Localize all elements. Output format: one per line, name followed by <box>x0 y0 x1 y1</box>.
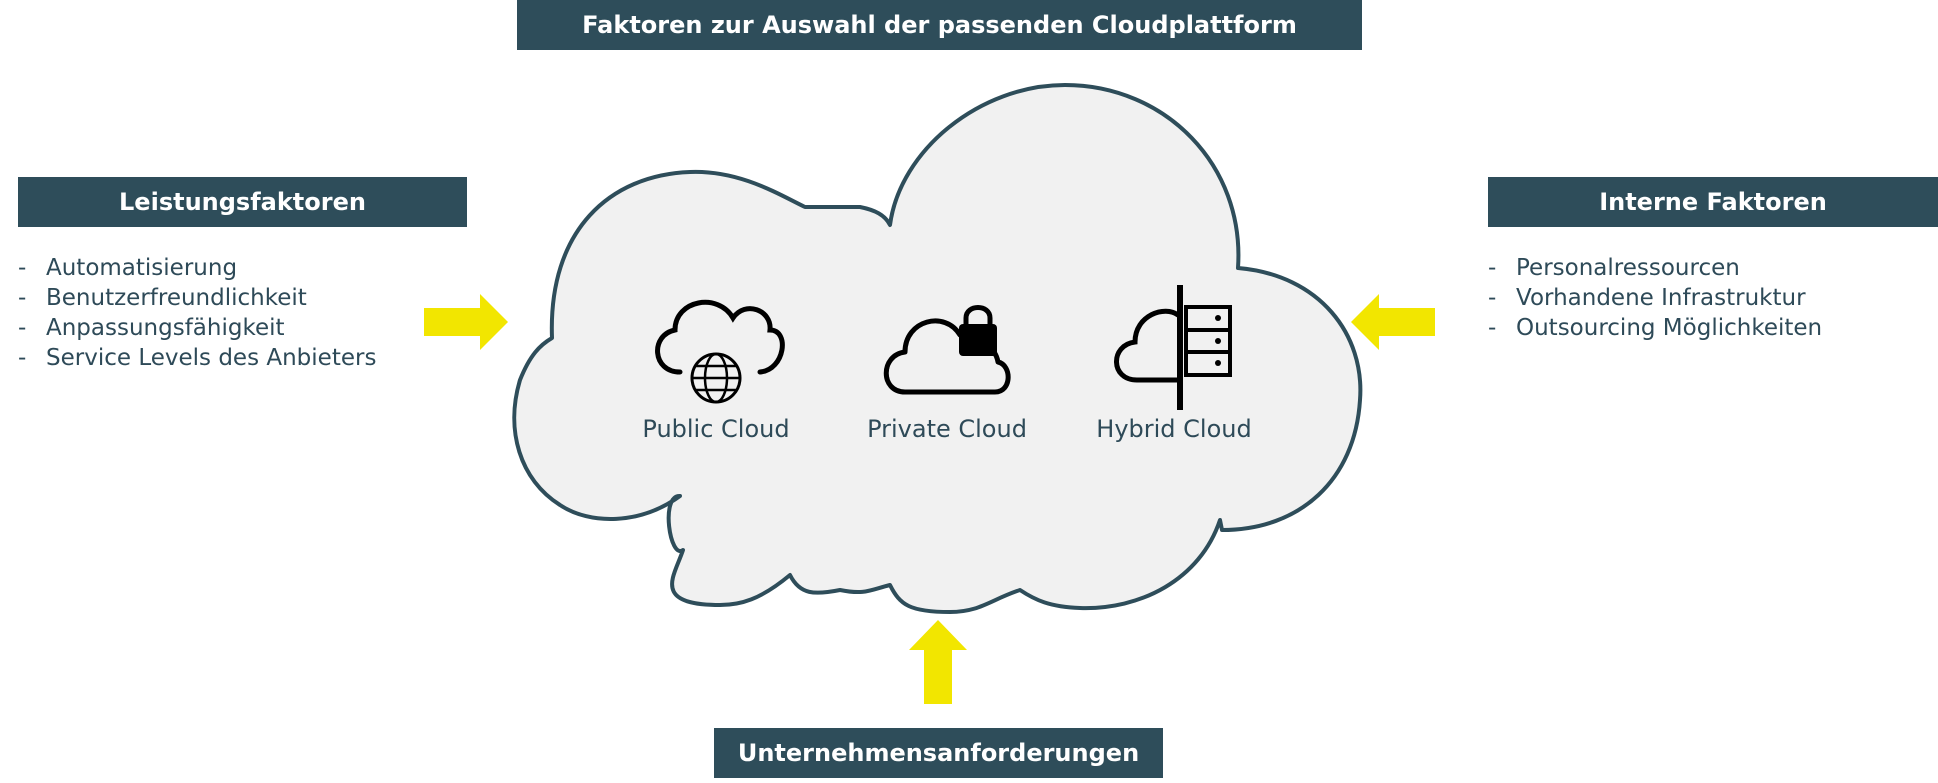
list-item: Benutzerfreundlichkeit <box>18 283 376 313</box>
right-heading: Interne Faktoren <box>1488 177 1938 227</box>
cloud-globe-icon <box>655 299 785 404</box>
arrow-right-icon <box>424 294 508 350</box>
list-item: Personalressourcen <box>1488 253 1822 283</box>
public-cloud-label: Public Cloud <box>642 415 790 443</box>
right-factor-list: Personalressourcen Vorhandene Infrastruk… <box>1488 253 1822 343</box>
list-item: Vorhandene Infrastruktur <box>1488 283 1822 313</box>
cloud-shape <box>512 83 1363 614</box>
diagram-title: Faktoren zur Auswahl der passenden Cloud… <box>517 0 1362 50</box>
arrow-left-icon <box>1351 294 1435 350</box>
list-item: Outsourcing Möglichkeiten <box>1488 313 1822 343</box>
arrow-up-icon <box>909 620 967 704</box>
private-cloud-label: Private Cloud <box>867 415 1027 443</box>
cloud-lock-icon <box>883 305 1011 395</box>
bottom-heading: Unternehmensanforderungen <box>714 728 1163 778</box>
hybrid-cloud-label: Hybrid Cloud <box>1096 415 1252 443</box>
left-factor-list: Automatisierung Benutzerfreundlichkeit A… <box>18 253 376 373</box>
cloud-server-icon <box>1114 285 1232 410</box>
list-item: Service Levels des Anbieters <box>18 343 376 373</box>
list-item: Automatisierung <box>18 253 376 283</box>
list-item: Anpassungsfähigkeit <box>18 313 376 343</box>
left-heading: Leistungsfaktoren <box>18 177 467 227</box>
